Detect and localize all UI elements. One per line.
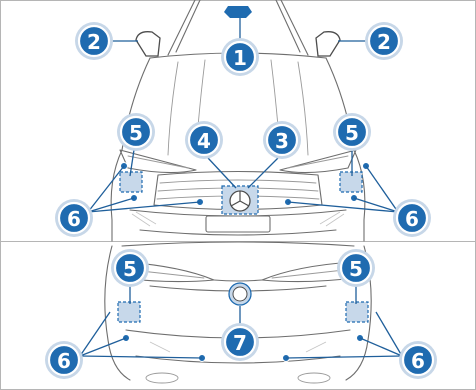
callout-1-label: 1 [233,46,247,70]
callout-5-rear-left-label: 5 [123,257,137,281]
callout-6-front-left-label: 6 [67,207,81,231]
callout-2-left-label: 2 [87,30,101,54]
front-right-radar-marker [340,172,362,192]
callout-5-front-left: 5 [117,113,155,151]
callout-3: 3 [263,121,301,159]
callout-6-front-right: 6 [393,199,431,237]
callout-6-rear-right: 6 [399,341,437,379]
rear-right-radar-marker [346,302,368,322]
callout-4-label: 4 [197,129,211,153]
callout-4: 4 [185,121,223,159]
left-mirror-marker [136,32,160,56]
callout-7: 7 [221,323,259,361]
callout-5-rear-right: 5 [337,249,375,287]
callout-5-front-right: 5 [333,113,371,151]
callout-6-front-left: 6 [55,199,93,237]
callout-5-rear-right-label: 5 [349,257,363,281]
right-mirror-marker [316,32,340,56]
callout-2-right-label: 2 [377,30,391,54]
callout-7-label: 7 [233,331,247,355]
callout-6-rear-left: 6 [45,341,83,379]
rear-left-radar-marker [118,302,140,322]
front-left-radar-marker [120,172,142,192]
callout-6-rear-left-label: 6 [57,349,71,373]
callout-2-right: 2 [365,22,403,60]
callout-3-label: 3 [275,129,289,153]
callout-5-rear-left: 5 [111,249,149,287]
callout-6-front-right-label: 6 [405,207,419,231]
windshield-camera-marker [224,6,252,18]
callout-5-front-right-label: 5 [345,121,359,145]
callout-1: 1 [221,38,259,76]
callout-5-front-left-label: 5 [129,121,143,145]
callout-2-left: 2 [75,22,113,60]
callout-6-rear-right-label: 6 [411,349,425,373]
